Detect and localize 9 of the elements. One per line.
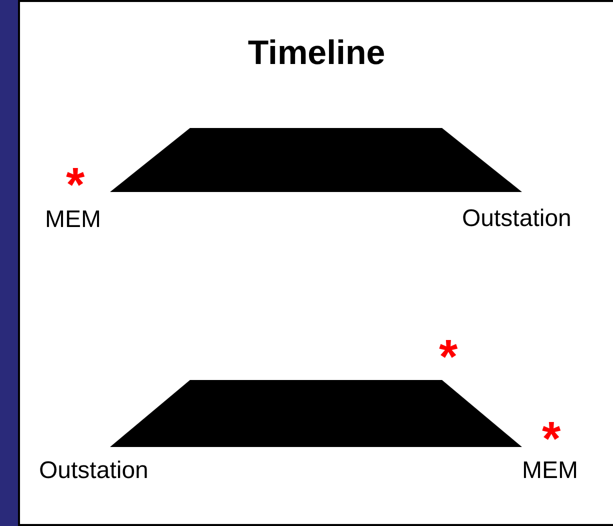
asterisk-mark: * bbox=[66, 162, 85, 210]
title: Timeline bbox=[246, 36, 386, 70]
timeline-trapezoid bbox=[110, 380, 522, 447]
asterisk-mark: * bbox=[439, 334, 458, 382]
endpoint-label: MEM bbox=[45, 208, 101, 232]
endpoint-label: MEM bbox=[522, 459, 578, 483]
endpoint-label: Outstation bbox=[39, 459, 148, 483]
timeline-trapezoid bbox=[110, 128, 522, 192]
endpoint-label: Outstation bbox=[462, 207, 572, 231]
